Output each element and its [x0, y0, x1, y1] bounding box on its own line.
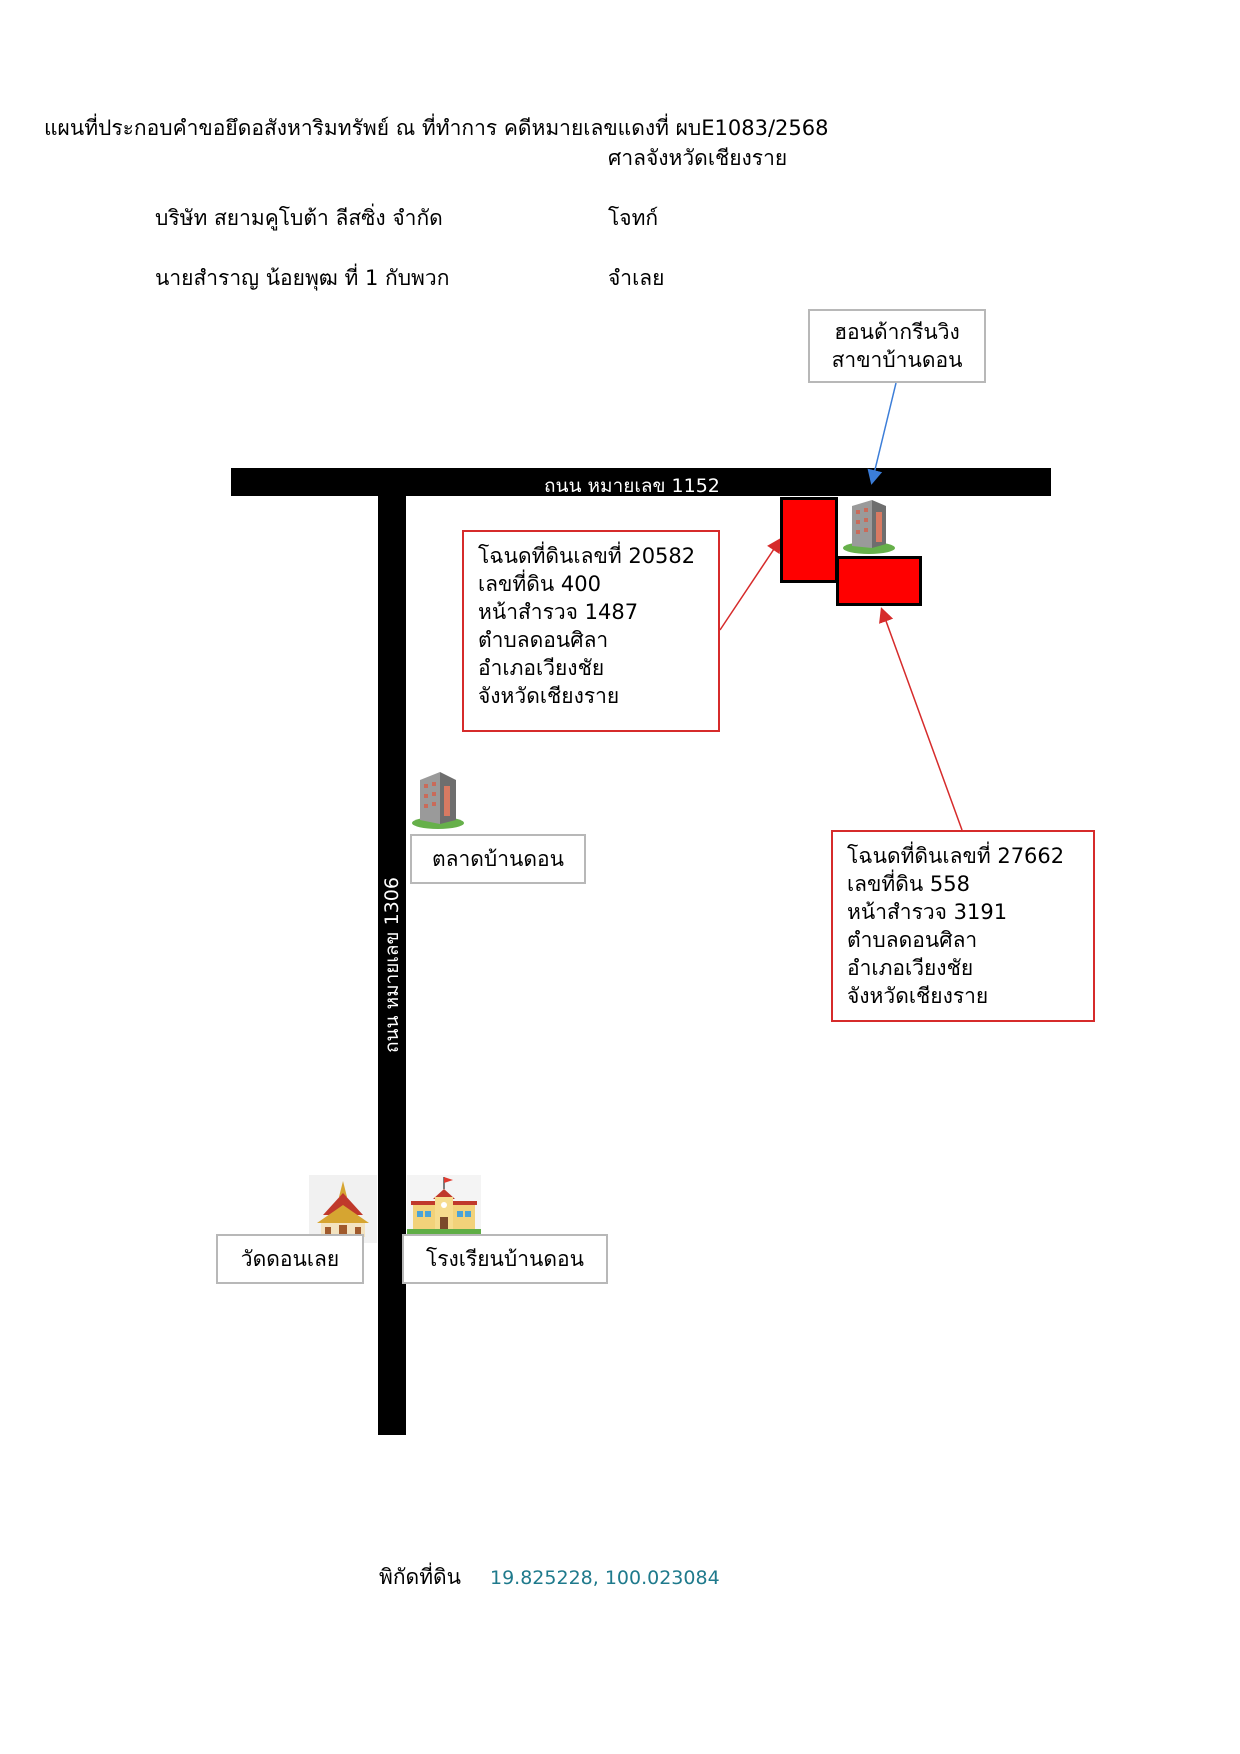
coordinates-value: 19.825228, 100.023084 [490, 1567, 720, 1589]
parcel-1-pointer [719, 537, 782, 631]
plaintiff-name: บริษัท สยามคูโบต้า ลีสซิ่ง จำกัด [155, 206, 443, 230]
parcel-2-callout: โฉนดที่ดินเลขที่ 27662 เลขที่ดิน 558 หน้… [831, 830, 1095, 1022]
temple-icon [309, 1175, 377, 1243]
parcel-1-land-no: เลขที่ดิน 400 [478, 572, 601, 596]
parcel-2-province: จังหวัดเชียงราย [847, 984, 989, 1008]
road-1152-label: ถนน หมายเลข 1152 [544, 475, 720, 497]
honda-line-2: สาขาบ้านดอน [831, 348, 963, 372]
parcel-1-deed: โฉนดที่ดินเลขที่ 20582 [478, 544, 696, 568]
parcel-2-pointer [879, 607, 963, 831]
honda-pointer [867, 382, 897, 485]
landmark-school: โรงเรียนบ้านดอน [402, 1234, 608, 1284]
parcel-1-subdistrict: ตำบลดอนศิลา [478, 628, 609, 652]
school-icon [407, 1175, 481, 1237]
parcel-1-callout: โฉนดที่ดินเลขที่ 20582 เลขที่ดิน 400 หน้… [462, 530, 720, 732]
landmark-market: ตลาดบ้านดอน [410, 834, 586, 884]
parcel-2-district: อำเภอเวียงชัย [847, 956, 974, 980]
parcel-2-subdistrict: ตำบลดอนศิลา [847, 928, 978, 952]
coordinates-label: พิกัดที่ดิน [379, 1565, 462, 1589]
road-1306 [378, 494, 406, 1435]
parcel-1-survey: หน้าสำรวจ 1487 [478, 600, 639, 624]
parcel-20582 [780, 497, 838, 583]
map-title: แผนที่ประกอบคำขอยึดอสังหาริมทรัพย์ ณ ที่… [44, 116, 829, 140]
plaintiff-role: โจทก์ [608, 206, 659, 230]
honda-line-1: ฮอนด้ากรีนวิง [834, 320, 960, 344]
building-icon [843, 500, 895, 554]
parcel-2-deed: โฉนดที่ดินเลขที่ 27662 [847, 844, 1065, 868]
parcel-2-land-no: เลขที่ดิน 558 [847, 872, 970, 896]
parcel-27662 [836, 556, 922, 606]
defendant-role: จำเลย [608, 266, 665, 290]
parcel-1-district: อำเภอเวียงชัย [478, 656, 605, 680]
landmark-temple: วัดดอนเลย [216, 1234, 364, 1284]
parcel-1-province: จังหวัดเชียงราย [478, 684, 620, 708]
defendant-name: นายสำราญ น้อยพุฒ ที่ 1 กับพวก [155, 266, 450, 290]
parcel-2-survey: หน้าสำรวจ 3191 [847, 900, 1008, 924]
landmark-honda-greenwing: ฮอนด้ากรีนวิง สาขาบ้านดอน [808, 309, 986, 383]
road-1152 [231, 468, 1051, 496]
building-icon [412, 772, 464, 829]
court-name: ศาลจังหวัดเชียงราย [608, 146, 788, 170]
